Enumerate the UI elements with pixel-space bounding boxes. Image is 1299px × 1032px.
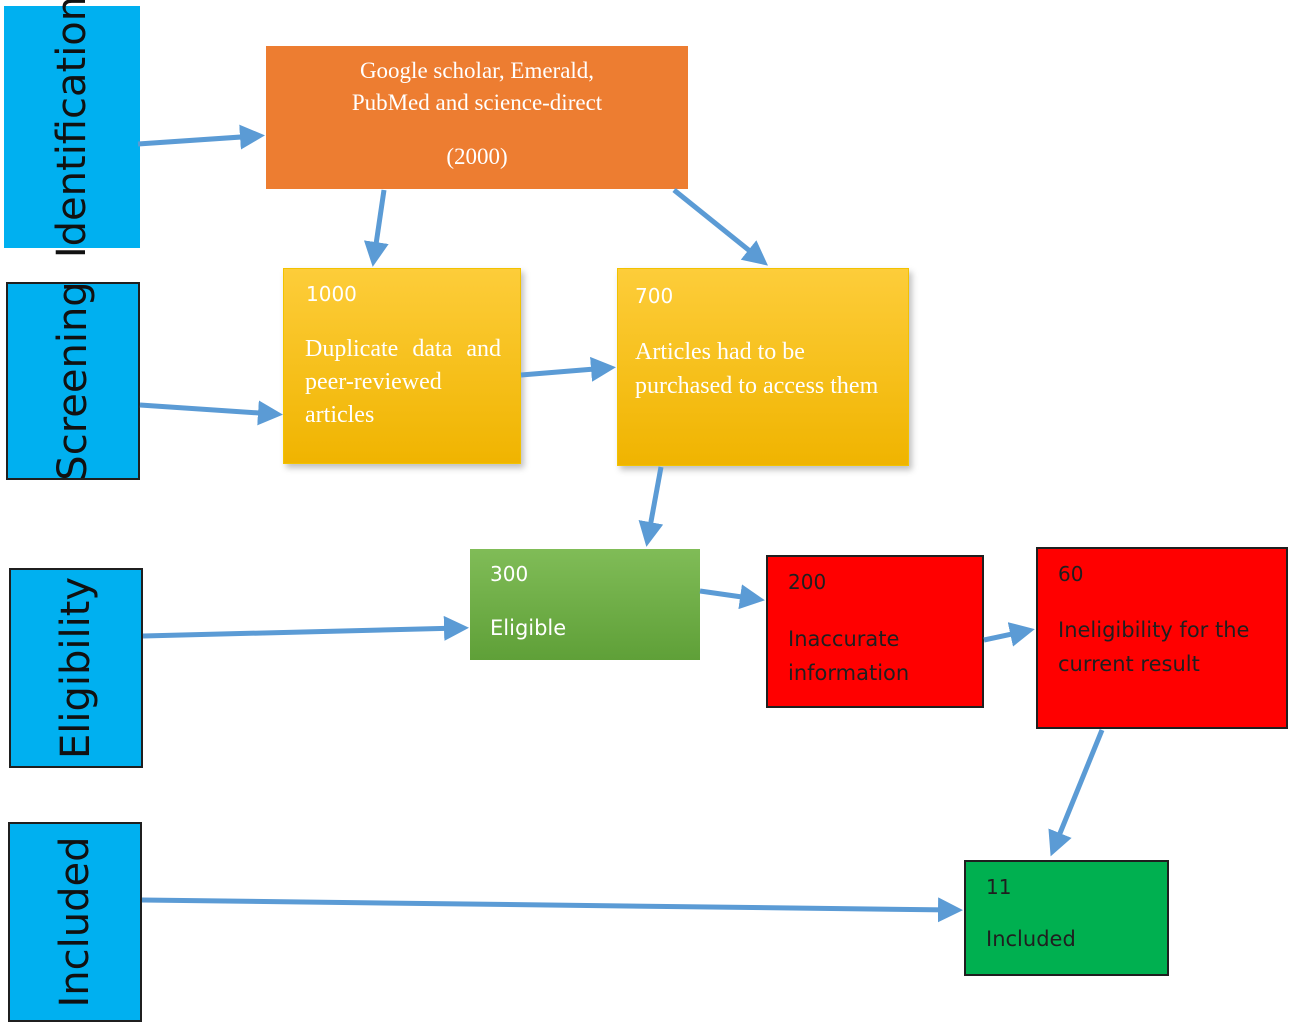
source-count: (2000) xyxy=(446,144,508,169)
eligible-box: 300 Eligible xyxy=(470,549,700,660)
duplicate-text: Duplicate data and peer-reviewed article… xyxy=(305,336,501,428)
arrow-purchased-to-eligible xyxy=(638,466,664,547)
stage-included: Included xyxy=(8,822,142,1022)
purchased-count: 700 xyxy=(635,284,674,308)
included-count: 11 xyxy=(986,875,1012,899)
inaccurate-information-box: 200 Inaccurate information xyxy=(766,555,984,708)
duplicate-articles-box: 1000 Duplicate data and peer-reviewed ar… xyxy=(283,268,521,464)
inaccurate-count: 200 xyxy=(788,570,827,594)
ineligibility-box: 60 Ineligibility for the current result xyxy=(1036,547,1288,729)
inaccurate-text: Inaccurate information xyxy=(788,627,910,685)
arrow-identification-to-source xyxy=(137,124,265,150)
purchased-articles-box: 700 Articles had to be purchased to acce… xyxy=(617,268,909,466)
arrow-eligible-to-inaccurate xyxy=(699,584,765,610)
included-box: 11 Included xyxy=(964,860,1169,976)
purchased-text: Articles had to be purchased to access t… xyxy=(635,339,879,399)
arrow-inaccurate-to-ineligibility xyxy=(983,622,1035,647)
source-line-2: PubMed and science-direct xyxy=(351,90,603,115)
included-text: Included xyxy=(986,927,1076,951)
stage-eligibility: Eligibility xyxy=(9,568,143,768)
ineligibility-text: Ineligibility for the current result xyxy=(1058,618,1250,676)
arrow-ineligibility-to-included xyxy=(1048,729,1105,857)
stage-identification: Identification xyxy=(4,0,140,258)
source-databases-box: Google scholar, Emerald, PubMed and scie… xyxy=(266,46,688,189)
ineligibility-count: 60 xyxy=(1058,562,1084,586)
arrow-eligibility-to-eligible xyxy=(142,615,469,641)
arrow-source-to-purchased xyxy=(672,188,769,266)
eligible-count: 300 xyxy=(490,562,529,586)
arrow-source-to-duplicate xyxy=(363,189,389,267)
arrow-included-stage-to-included xyxy=(141,897,963,923)
eligible-text: Eligible xyxy=(490,616,567,640)
arrow-screening-to-duplicate xyxy=(139,400,283,426)
arrow-duplicate-to-purchased xyxy=(520,356,616,382)
source-line-1: Google scholar, Emerald, xyxy=(359,58,595,83)
stage-screening: Screening xyxy=(6,281,140,481)
duplicate-count: 1000 xyxy=(306,282,357,306)
